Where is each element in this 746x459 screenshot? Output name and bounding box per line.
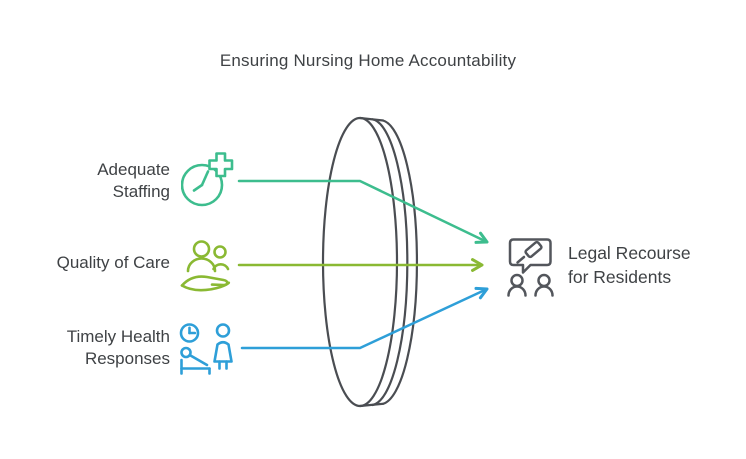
- label-line: Legal Recourse: [568, 243, 691, 263]
- speech-bubble-gavel-icon: [507, 238, 554, 297]
- label-line: Staffing: [112, 182, 170, 201]
- input-label-adequate-staffing: Adequate Staffing: [97, 159, 170, 203]
- flow-arrow-quality-of-care: [237, 258, 484, 272]
- clock-plus-icon: [181, 152, 234, 207]
- label-line: for Residents: [568, 267, 672, 287]
- label-line: Responses: [84, 349, 170, 368]
- flow-arrow-timely-health: [240, 286, 489, 350]
- people-in-hand-icon: [180, 240, 231, 292]
- label-line: Quality of Care: [56, 253, 170, 272]
- page-title: Ensuring Nursing Home Accountability: [219, 51, 517, 70]
- lens-shape: [321, 116, 419, 408]
- flow-arrow-adequate-staffing: [237, 179, 489, 244]
- label-line: Timely Health: [66, 327, 170, 346]
- input-label-timely-health: Timely Health Responses: [67, 326, 170, 370]
- clock-caregiver-icon: [179, 323, 233, 375]
- input-label-quality-of-care: Quality of Care: [57, 252, 170, 274]
- label-line: Adequate: [97, 160, 170, 179]
- output-label-legal-recourse: Legal Recourse for Residents: [568, 241, 691, 289]
